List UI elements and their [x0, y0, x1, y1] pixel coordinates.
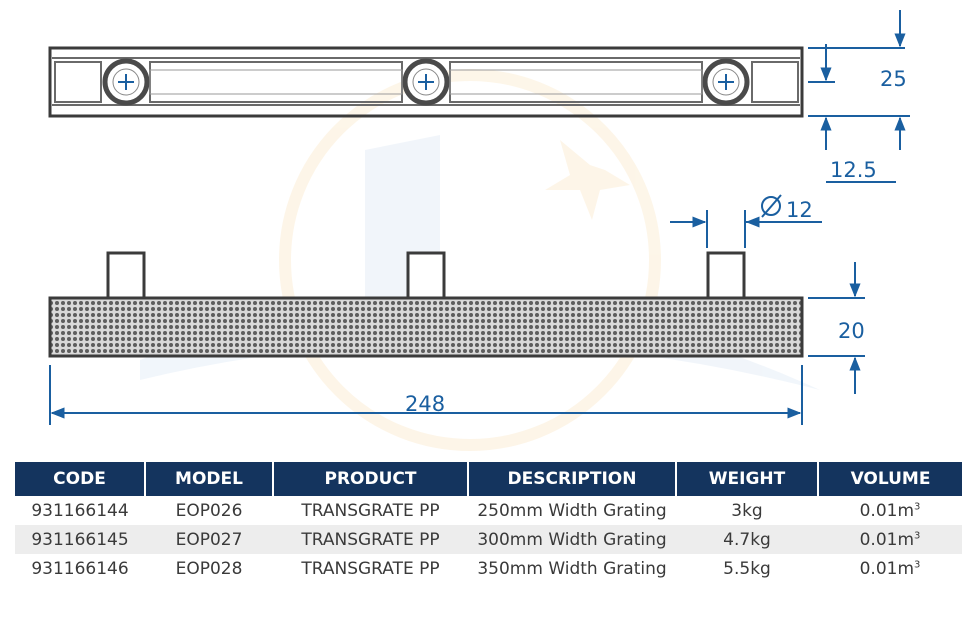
volume-value: 0.01m	[859, 529, 915, 550]
cell-code: 931166144	[31, 500, 129, 521]
header-volume: VOLUME	[818, 462, 962, 496]
table-row: 931166146 EOP028 TRANSGRATE PP 350mm Wid…	[15, 554, 962, 583]
top-view	[48, 46, 804, 118]
technical-drawing: 25 12.5 12 20 24	[48, 10, 910, 451]
dimension-height-top-label: 25	[880, 67, 907, 91]
cell-description: 250mm Width Grating	[477, 500, 667, 521]
cell-code: 931166146	[31, 558, 129, 579]
volume-unit-exponent: 3	[914, 529, 921, 541]
cell-weight: 3kg	[731, 500, 763, 521]
grating-body	[48, 296, 804, 358]
dimension-height-side	[808, 262, 865, 394]
side-view	[48, 251, 804, 358]
cell-description: 350mm Width Grating	[477, 558, 667, 579]
volume-value: 0.01m	[859, 500, 915, 521]
hole-center	[402, 58, 450, 106]
dimension-length-label: 248	[405, 392, 445, 416]
dimension-length	[49, 365, 803, 425]
pin-center	[406, 251, 446, 301]
header-description: DESCRIPTION	[468, 462, 677, 496]
dimension-hole-offset-label: 12.5	[830, 158, 877, 182]
spec-table: CODE MODEL PRODUCT DESCRIPTION WEIGHT VO…	[15, 462, 962, 583]
hole-left	[102, 58, 150, 106]
cell-volume: 0.01m3	[818, 554, 962, 583]
cell-code: 931166145	[15, 525, 145, 554]
cell-volume: 0.01m3	[818, 525, 962, 554]
pin-left	[106, 251, 146, 301]
dimension-height-side-label: 20	[838, 319, 865, 343]
header-weight: WEIGHT	[676, 462, 819, 496]
cell-description: 300mm Width Grating	[468, 525, 676, 554]
cell-weight: 4.7kg	[676, 525, 818, 554]
header-code: CODE	[15, 462, 146, 496]
cell-product: TRANSGRATE PP	[273, 525, 468, 554]
table-header-row: CODE MODEL PRODUCT DESCRIPTION WEIGHT VO…	[15, 462, 962, 496]
cell-product: TRANSGRATE PP	[301, 500, 440, 521]
cell-product: TRANSGRATE PP	[301, 558, 440, 579]
cell-volume: 0.01m3	[818, 496, 962, 525]
header-product: PRODUCT	[273, 462, 469, 496]
volume-unit-exponent: 3	[914, 500, 921, 512]
dimension-diameter	[670, 210, 822, 248]
table-row: 931166145 EOP027 TRANSGRATE PP 300mm Wid…	[15, 525, 962, 554]
header-model: MODEL	[145, 462, 274, 496]
cell-model: EOP027	[145, 525, 273, 554]
dimension-height-top	[808, 10, 910, 150]
pin-right	[706, 251, 746, 301]
diameter-icon	[761, 194, 782, 218]
cell-weight: 5.5kg	[723, 558, 771, 579]
dimension-hole-offset	[808, 44, 896, 183]
cell-model: EOP028	[175, 558, 243, 579]
volume-unit-exponent: 3	[914, 558, 921, 570]
dimension-diameter-label: 12	[786, 198, 813, 222]
table-row: 931166144 EOP026 TRANSGRATE PP 250mm Wid…	[15, 496, 962, 525]
cell-model: EOP026	[175, 500, 243, 521]
volume-value: 0.01m	[859, 558, 915, 579]
hole-right	[702, 58, 750, 106]
